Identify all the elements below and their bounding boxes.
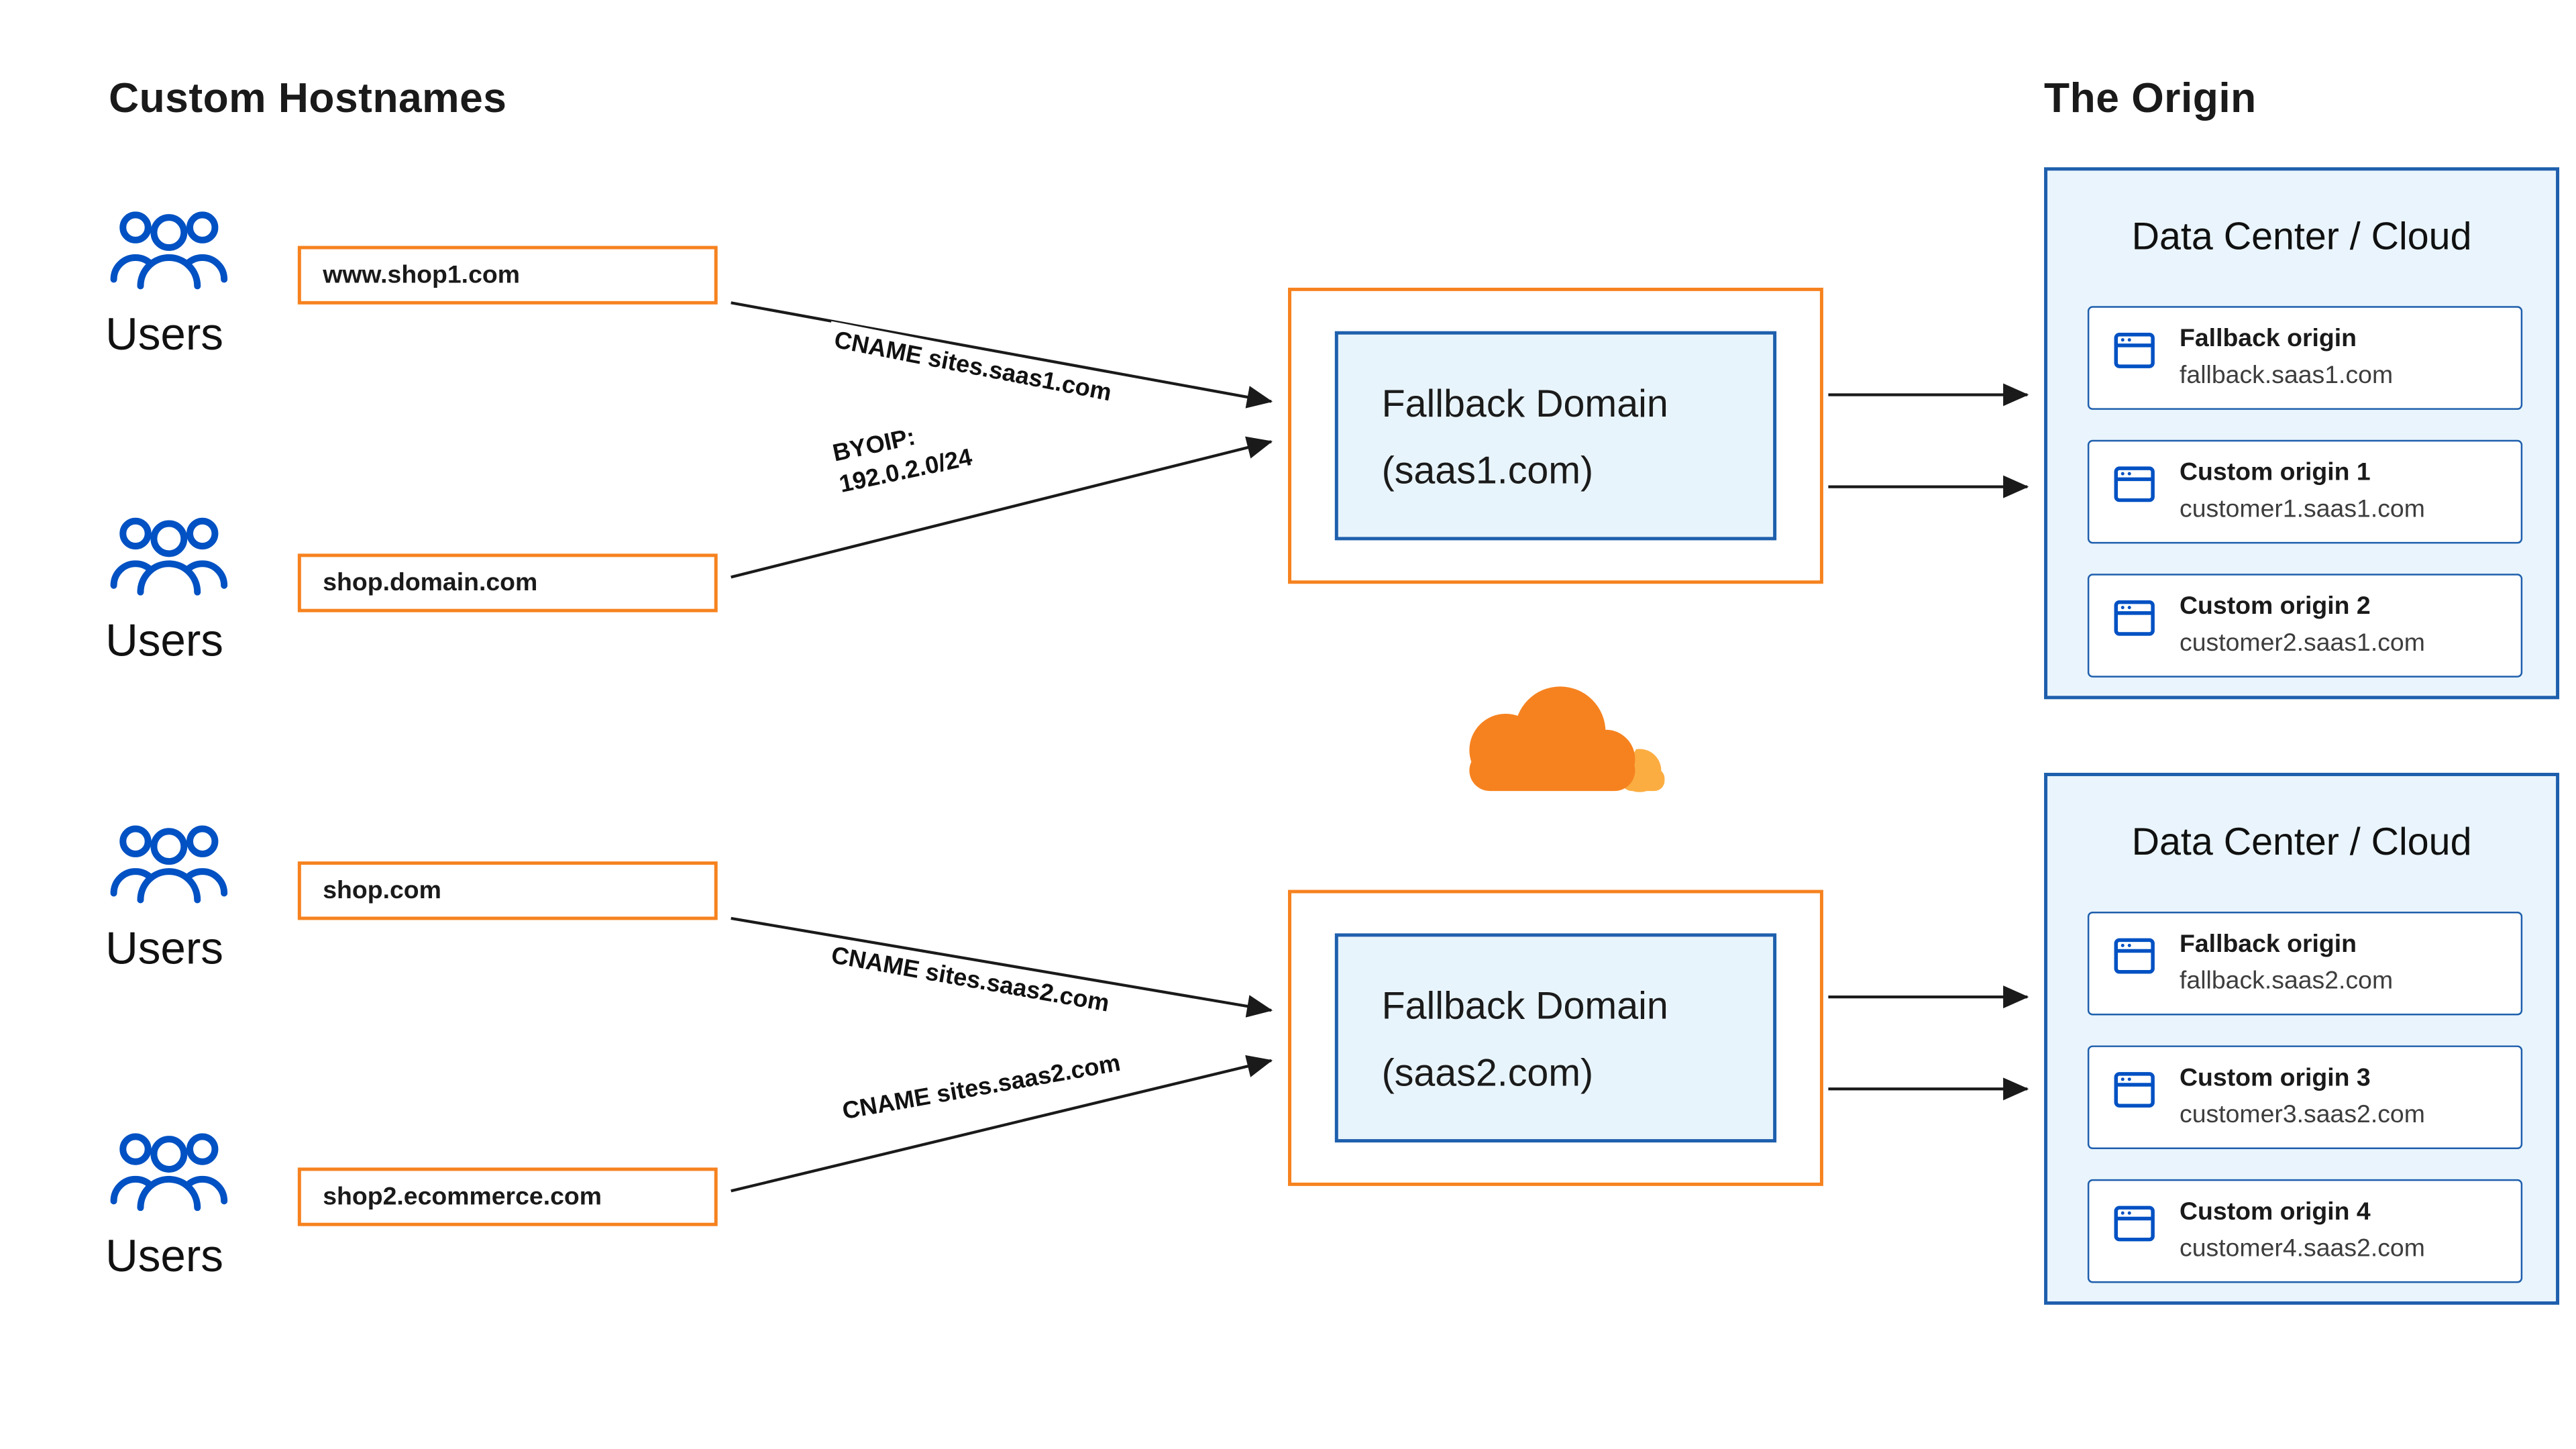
origin-host: fallback.saas2.com: [2180, 967, 2394, 996]
origin-name: Fallback origin: [2180, 930, 2357, 959]
cloudflare-logo: [1469, 686, 1665, 800]
custom-hostnames-heading: Custom Hostnames: [109, 75, 507, 123]
fallback-domain-line2: (saas2.com): [1381, 1049, 1594, 1093]
fallback-domain-saas2: Fallback Domain (saas2.com): [1287, 890, 1823, 1186]
users-icon: [110, 517, 228, 596]
origin-name: Custom origin 1: [2180, 458, 2371, 487]
users-label: Users: [105, 615, 223, 666]
browser-window-icon: [2114, 332, 2155, 368]
browser-window-icon: [2114, 1072, 2155, 1108]
origin-host: customer3.saas2.com: [2180, 1100, 2425, 1130]
user-group-3: Users: [105, 820, 289, 975]
fallback-domain-line2: (saas1.com): [1381, 447, 1594, 491]
user-group-2: Users: [105, 512, 289, 667]
origin-card-custom-origin-1: Custom origin 1 customer1.saas1.com: [2087, 439, 2523, 544]
origin-host: fallback.saas1.com: [2180, 361, 2394, 390]
data-center-panel-1: Data Center / Cloud Fallback origin fall…: [2044, 167, 2560, 700]
origin-name: Fallback origin: [2180, 324, 2357, 354]
origin-host: customer2.saas1.com: [2180, 629, 2425, 657]
fallback-domain-saas1: Fallback Domain (saas1.com): [1287, 287, 1823, 584]
origin-host: customer4.saas2.com: [2180, 1234, 2425, 1263]
fallback-domain-line1: Fallback Domain: [1381, 982, 1668, 1026]
fallback-domain-line1: Fallback Domain: [1381, 380, 1668, 425]
origin-name: Custom origin 4: [2180, 1197, 2371, 1226]
browser-window-icon: [2114, 600, 2155, 636]
browser-window-icon: [2114, 466, 2155, 502]
arrow-shopcom-to-fallback2: [731, 916, 1273, 1018]
origin-host: customer1.saas1.com: [2180, 495, 2425, 524]
hostname-box-shop2-ecommerce-com: shop2.ecommerce.com: [297, 1167, 718, 1226]
hostname-box-shop-domain-com: shop.domain.com: [297, 553, 718, 612]
hostname-box-shop-com: shop.com: [297, 861, 718, 920]
users-icon: [110, 1133, 228, 1212]
origin-name: Custom origin 3: [2180, 1063, 2371, 1093]
hostname-box-www-shop1-com: www.shop1.com: [297, 246, 718, 305]
cloudflare-logo-cloud: [1469, 686, 1635, 792]
users-icon: [110, 825, 228, 904]
users-label: Users: [105, 309, 223, 360]
data-center-title: Data Center / Cloud: [2131, 819, 2472, 863]
users-icon: [110, 211, 228, 290]
origin-card-custom-origin-3: Custom origin 3 customer3.saas2.com: [2087, 1045, 2523, 1150]
arrow-shop2-to-fallback2: [731, 1055, 1273, 1193]
origin-card-custom-origin-2: Custom origin 2 customer2.saas1.com: [2087, 574, 2523, 678]
browser-window-icon: [2114, 938, 2155, 974]
data-center-title: Data Center / Cloud: [2131, 214, 2472, 258]
origin-card-fallback-saas2: Fallback origin fallback.saas2.com: [2087, 911, 2523, 1016]
arrow-shop1-to-fallback1: [731, 301, 1273, 409]
fallback-domain-box: Fallback Domain (saas1.com): [1334, 331, 1777, 541]
users-label: Users: [105, 923, 223, 974]
fallback-domain-box: Fallback Domain (saas2.com): [1334, 933, 1777, 1143]
data-center-panel-2: Data Center / Cloud Fallback origin fall…: [2044, 772, 2560, 1305]
origin-card-custom-origin-4: Custom origin 4 customer4.saas2.com: [2087, 1179, 2523, 1283]
browser-window-icon: [2114, 1205, 2155, 1242]
the-origin-heading: The Origin: [2044, 75, 2257, 123]
user-group-4: Users: [105, 1128, 289, 1283]
user-group-1: Users: [105, 206, 289, 362]
arrow-shopdomain-to-fallback1: [731, 436, 1273, 579]
users-label: Users: [105, 1231, 223, 1282]
origin-name: Custom origin 2: [2180, 592, 2371, 621]
origin-card-fallback-saas1: Fallback origin fallback.saas1.com: [2087, 306, 2523, 410]
